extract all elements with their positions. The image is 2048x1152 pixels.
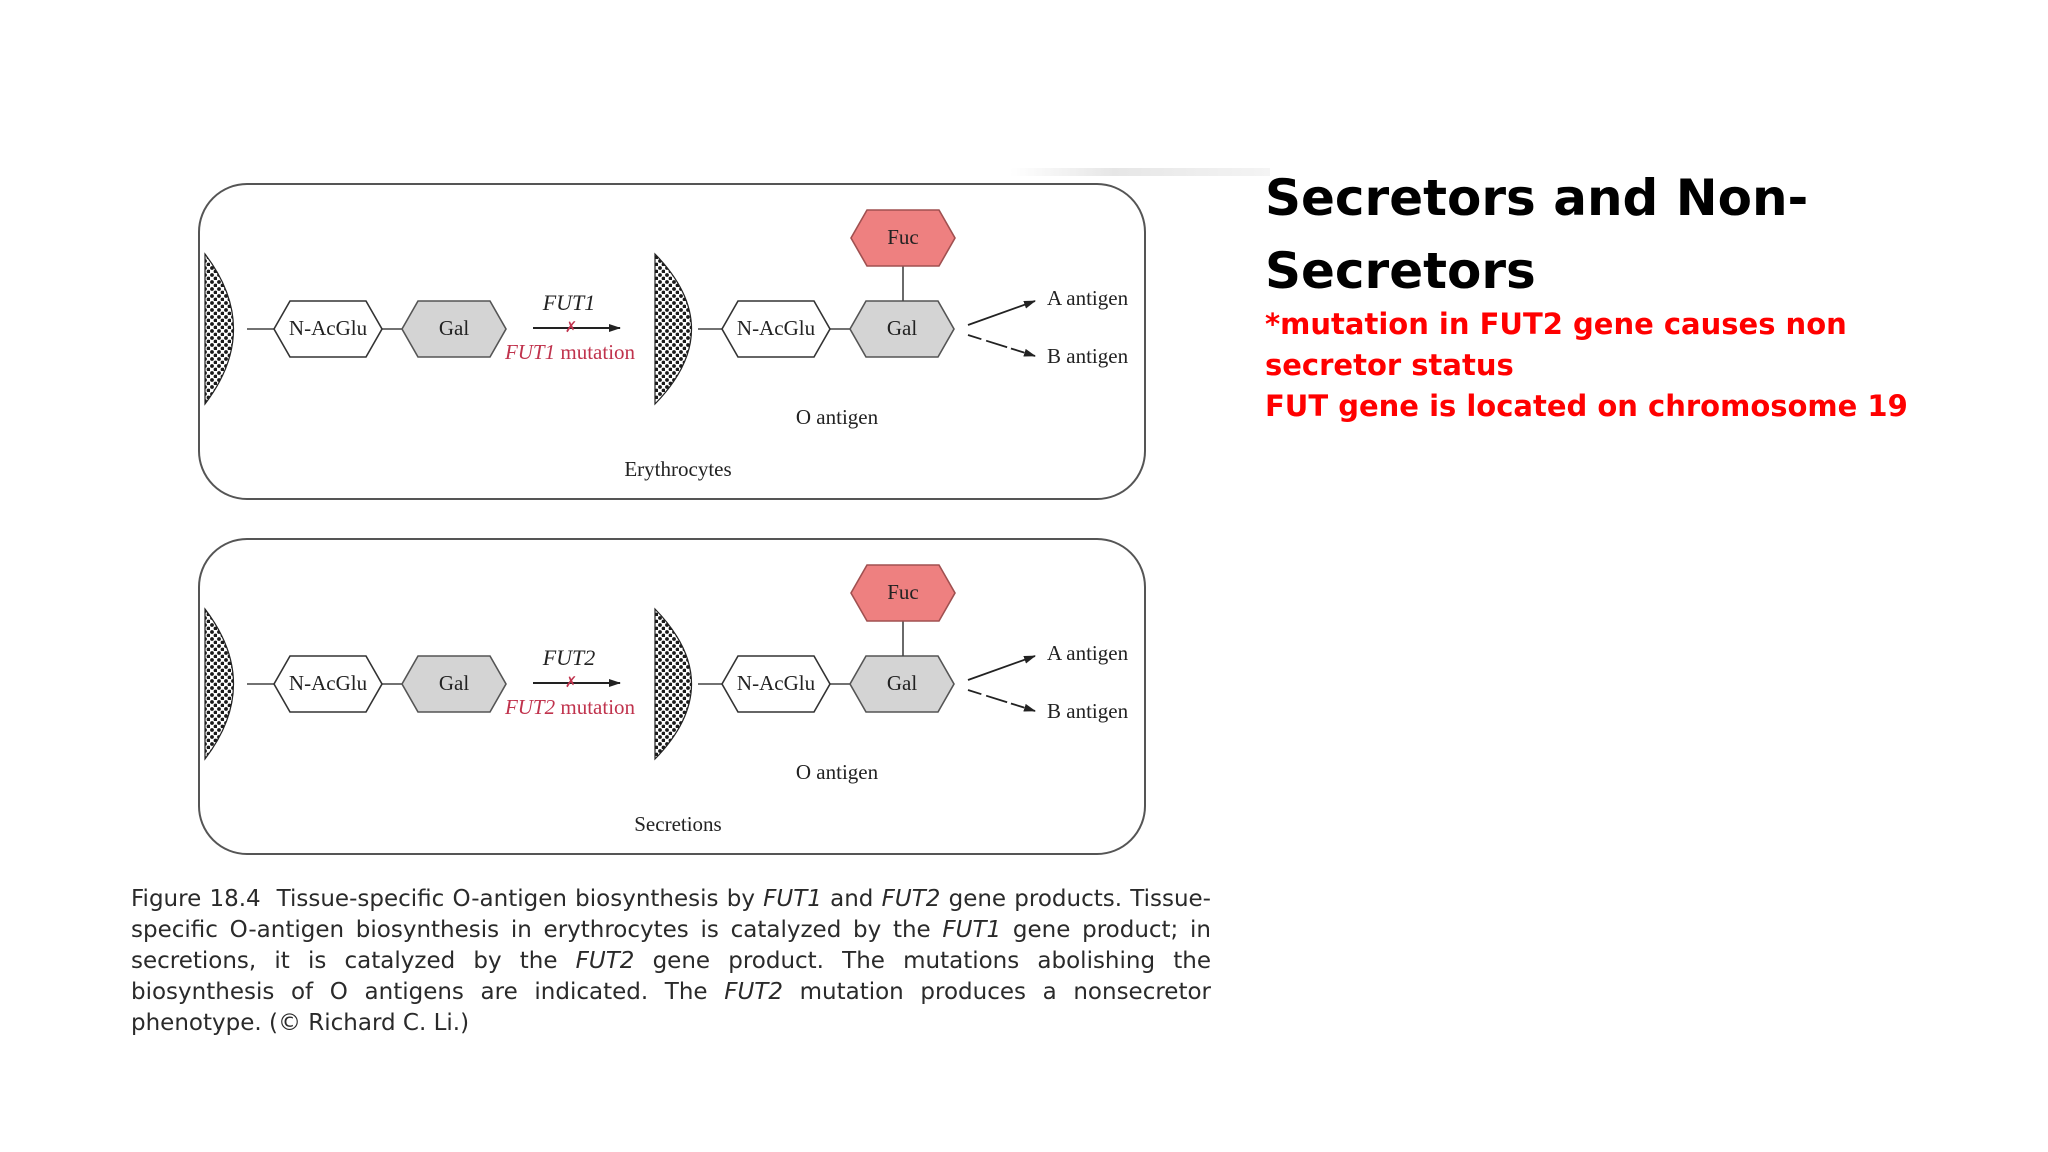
n-acglu-label: N-AcGlu [289,316,368,340]
o-antigen-label: O antigen [796,405,879,429]
gal-hexagon [401,655,507,713]
mutation-cross-icon: ✗ [565,674,578,691]
mutation-cross-icon: ✗ [565,319,578,336]
caption-text: mutation produces a nonsecretor phenotyp… [131,979,1211,1036]
caption-gene: FUT1 [763,886,822,912]
caption-text: gene product; in secretions, it is catal… [131,917,1211,974]
b-antigen-arrow [967,334,1036,357]
n-acglu-label: N-AcGlu [289,671,368,695]
enzyme-label: FUT2 [542,645,596,670]
caption-gene: FUT2 [881,886,941,912]
slide-title: Secretors and Non-Secretors [1265,169,1809,300]
gal-hexagon [849,655,955,713]
o-antigen-label: O antigen [796,760,879,784]
mutation-word: mutation [555,340,635,364]
cell-membrane-left [204,607,235,761]
fuc-hexagon [850,564,956,622]
panel-frame [198,183,1146,500]
enzyme-label: FUT1 [542,290,596,315]
gal-label: Gal [439,316,469,340]
mutation-label: FUT2 mutation [504,695,636,719]
gal-label: Gal [887,671,917,695]
caption-gene: FUT1 [942,917,1002,943]
n-acglu-hexagon [273,655,383,713]
caption-text: gene products. Tissue-specific O-antigen… [131,886,1211,943]
mutation-label: FUT1 mutation [504,340,636,364]
mutation-word: mutation [555,695,635,719]
caption-gene: FUT2 [575,948,635,974]
tissue-label: Erythrocytes [624,457,731,481]
b-antigen-label: B antigen [1047,344,1129,368]
slide-notes: *mutation in FUT2 gene causes non secret… [1265,304,1925,427]
n-acglu-hexagon [721,300,831,358]
mutation-gene: FUT1 [504,340,555,364]
fuc-hexagon [850,209,956,267]
n-acglu-hexagon [721,655,831,713]
n-acglu-hexagon [273,300,383,358]
cell-membrane-right [654,252,693,406]
a-antigen-arrow [967,300,1036,326]
fuc-label: Fuc [887,580,919,604]
fuc-label: Fuc [887,225,919,249]
note-chromosome: FUT gene is located on chromosome 19 [1265,389,1908,423]
decorative-shadow [1010,168,1270,176]
gal-hexagon [401,300,507,358]
b-antigen-arrow [967,689,1036,712]
note-fut2-mutation: *mutation in FUT2 gene causes non secret… [1265,307,1847,382]
a-antigen-label: A antigen [1047,286,1129,310]
gal-label: Gal [439,671,469,695]
gal-label: Gal [887,316,917,340]
n-acglu-label: N-AcGlu [737,671,816,695]
a-antigen-arrow [967,655,1036,681]
n-acglu-label: N-AcGlu [737,316,816,340]
mutation-gene: FUT2 [504,695,556,719]
caption-text: gene product. The mutations abolishing t… [131,948,1211,1005]
figure-label: Figure 18.4 [131,886,261,912]
b-antigen-label: B antigen [1047,699,1129,723]
panel-frame [198,538,1146,855]
gal-hexagon [849,300,955,358]
a-antigen-label: A antigen [1047,641,1129,665]
caption-text: Tissue-specific O-antigen biosynthesis b… [276,886,764,912]
tissue-label: Secretions [634,812,721,836]
caption-gene: FUT2 [724,979,783,1005]
figure-caption: Figure 18.4 Tissue-specific O-antigen bio… [131,884,1211,1039]
caption-text: and [821,886,882,912]
cell-membrane-right [654,607,693,761]
cell-membrane-left [204,252,235,406]
